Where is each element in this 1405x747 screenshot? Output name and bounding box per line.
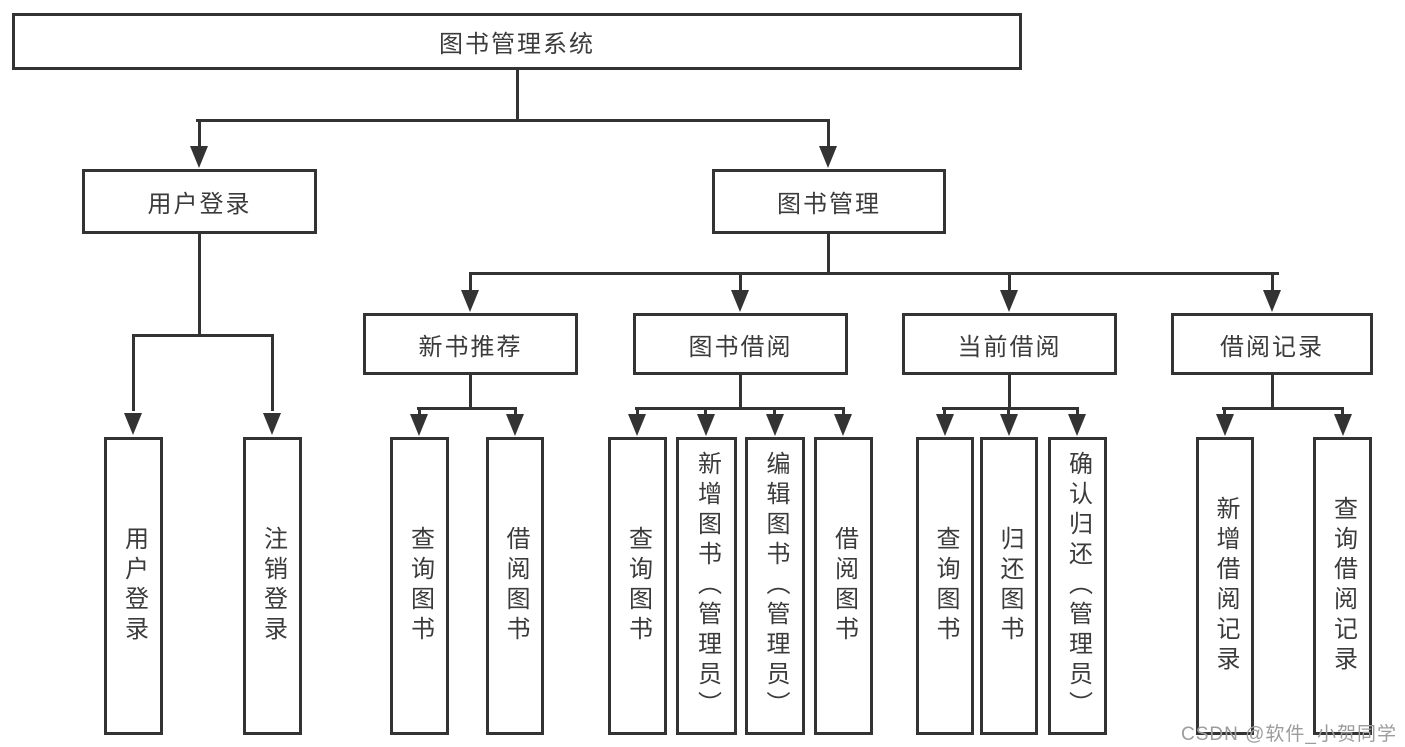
arrow-down-icon — [628, 414, 646, 436]
leaf-return-book-label: 归还图书 — [996, 526, 1023, 646]
arrow-down-icon — [731, 290, 749, 312]
arrow-down-icon — [124, 413, 142, 435]
connector-line — [1008, 375, 1011, 410]
arrow-down-icon — [697, 414, 715, 436]
node-user-login: 用户登录 — [82, 169, 317, 234]
watermark: CSDN @软件_小贺同学 — [1181, 724, 1397, 745]
connector-line — [516, 69, 519, 122]
node-current-borrowing: 当前借阅 — [902, 313, 1117, 375]
leaf-query-books-current-label: 查询图书 — [932, 526, 959, 646]
leaf-user-login-label: 用户登录 — [120, 526, 148, 646]
connector-line — [827, 122, 830, 146]
arrow-down-icon — [936, 414, 954, 436]
leaf-confirm-return-admin: 确认归还（管理员） — [1048, 437, 1107, 735]
connector-line — [1007, 410, 1010, 417]
node-root-label: 图书管理系统 — [439, 31, 595, 58]
connector-line — [1271, 275, 1274, 291]
node-root: 图书管理系统 — [12, 13, 1022, 70]
leaf-query-books-borrow: 查询图书 — [608, 437, 667, 735]
connector-line — [842, 410, 845, 417]
node-book-borrowing-label: 图书借阅 — [688, 333, 793, 361]
connector-line — [704, 410, 707, 417]
leaf-edit-book-admin-label: 编辑图书（管理员） — [762, 451, 789, 721]
connector-line — [198, 233, 201, 337]
connector-line — [942, 407, 1079, 410]
connector-line — [132, 334, 274, 337]
arrow-down-icon — [1000, 414, 1018, 436]
arrow-down-icon — [1068, 414, 1086, 436]
connector-line — [1341, 410, 1344, 417]
node-new-book-recommend-label: 新书推荐 — [418, 333, 523, 361]
node-book-management-label: 图书管理 — [777, 191, 881, 218]
connector-line — [1076, 410, 1079, 417]
node-new-book-recommend: 新书推荐 — [363, 313, 578, 375]
connector-line — [773, 410, 776, 417]
connector-line — [1223, 410, 1226, 417]
arrow-down-icon — [263, 413, 281, 435]
leaf-query-borrow-record: 查询借阅记录 — [1313, 437, 1372, 735]
node-current-borrowing-label: 当前借阅 — [957, 333, 1062, 361]
connector-line — [1222, 407, 1344, 410]
arrow-down-icon — [766, 414, 784, 436]
arrow-down-icon — [1263, 290, 1281, 312]
connector-line — [196, 119, 830, 122]
leaf-add-borrow-record-label: 新增借阅记录 — [1212, 496, 1239, 676]
arrow-down-icon — [1000, 290, 1018, 312]
leaf-add-book-admin-label: 新增图书（管理员） — [693, 451, 721, 721]
arrow-down-icon — [461, 290, 479, 312]
connector-line — [1271, 375, 1274, 410]
leaf-logout-label: 注销登录 — [259, 526, 287, 646]
arrow-down-icon — [819, 146, 837, 168]
node-book-borrowing: 图书借阅 — [633, 313, 848, 375]
node-book-management: 图书管理 — [712, 169, 946, 234]
connector-line — [636, 410, 639, 417]
leaf-borrow-books-recommend-label: 借阅图书 — [502, 526, 529, 646]
connector-line — [418, 410, 421, 417]
leaf-query-borrow-record-label: 查询借阅记录 — [1329, 496, 1357, 676]
connector-line — [739, 275, 742, 291]
connector-line — [514, 410, 517, 417]
connector-line — [469, 272, 1279, 275]
arrow-down-icon — [410, 414, 428, 436]
leaf-borrow-books-label: 借阅图书 — [830, 526, 858, 646]
leaf-add-book-admin: 新增图书（管理员） — [676, 437, 737, 735]
leaf-return-book: 归还图书 — [980, 437, 1038, 735]
leaf-query-books-current: 查询图书 — [916, 437, 974, 735]
connector-line — [1008, 275, 1011, 291]
arrow-down-icon — [190, 146, 208, 168]
leaf-query-books-recommend: 查询图书 — [390, 437, 449, 735]
connector-line — [198, 122, 201, 146]
leaf-edit-book-admin: 编辑图书（管理员） — [745, 437, 805, 735]
arrow-down-icon — [1334, 414, 1352, 436]
leaf-borrow-books-recommend: 借阅图书 — [486, 437, 544, 735]
connector-line — [469, 275, 472, 291]
leaf-user-login: 用户登录 — [104, 437, 163, 735]
leaf-logout: 注销登录 — [243, 437, 302, 735]
node-borrowing-records: 借阅记录 — [1171, 313, 1373, 375]
connector-line — [827, 234, 830, 275]
leaf-confirm-return-admin-label: 确认归还（管理员） — [1064, 451, 1092, 721]
node-borrowing-records-label: 借阅记录 — [1220, 333, 1324, 361]
connector-line — [271, 337, 274, 411]
connector-line — [132, 337, 135, 411]
connector-line — [635, 407, 845, 410]
leaf-borrow-books: 借阅图书 — [814, 437, 873, 735]
leaf-query-books-borrow-label: 查询图书 — [624, 526, 652, 646]
leaf-add-borrow-record: 新增借阅记录 — [1196, 437, 1254, 735]
leaf-query-books-recommend-label: 查询图书 — [406, 526, 434, 646]
connector-line — [739, 375, 742, 410]
arrow-down-icon — [834, 414, 852, 436]
connector-line — [943, 410, 946, 417]
arrow-down-icon — [506, 414, 524, 436]
connector-line — [417, 407, 517, 410]
node-user-login-label: 用户登录 — [147, 191, 252, 218]
connector-line — [469, 375, 472, 410]
arrow-down-icon — [1216, 414, 1234, 436]
